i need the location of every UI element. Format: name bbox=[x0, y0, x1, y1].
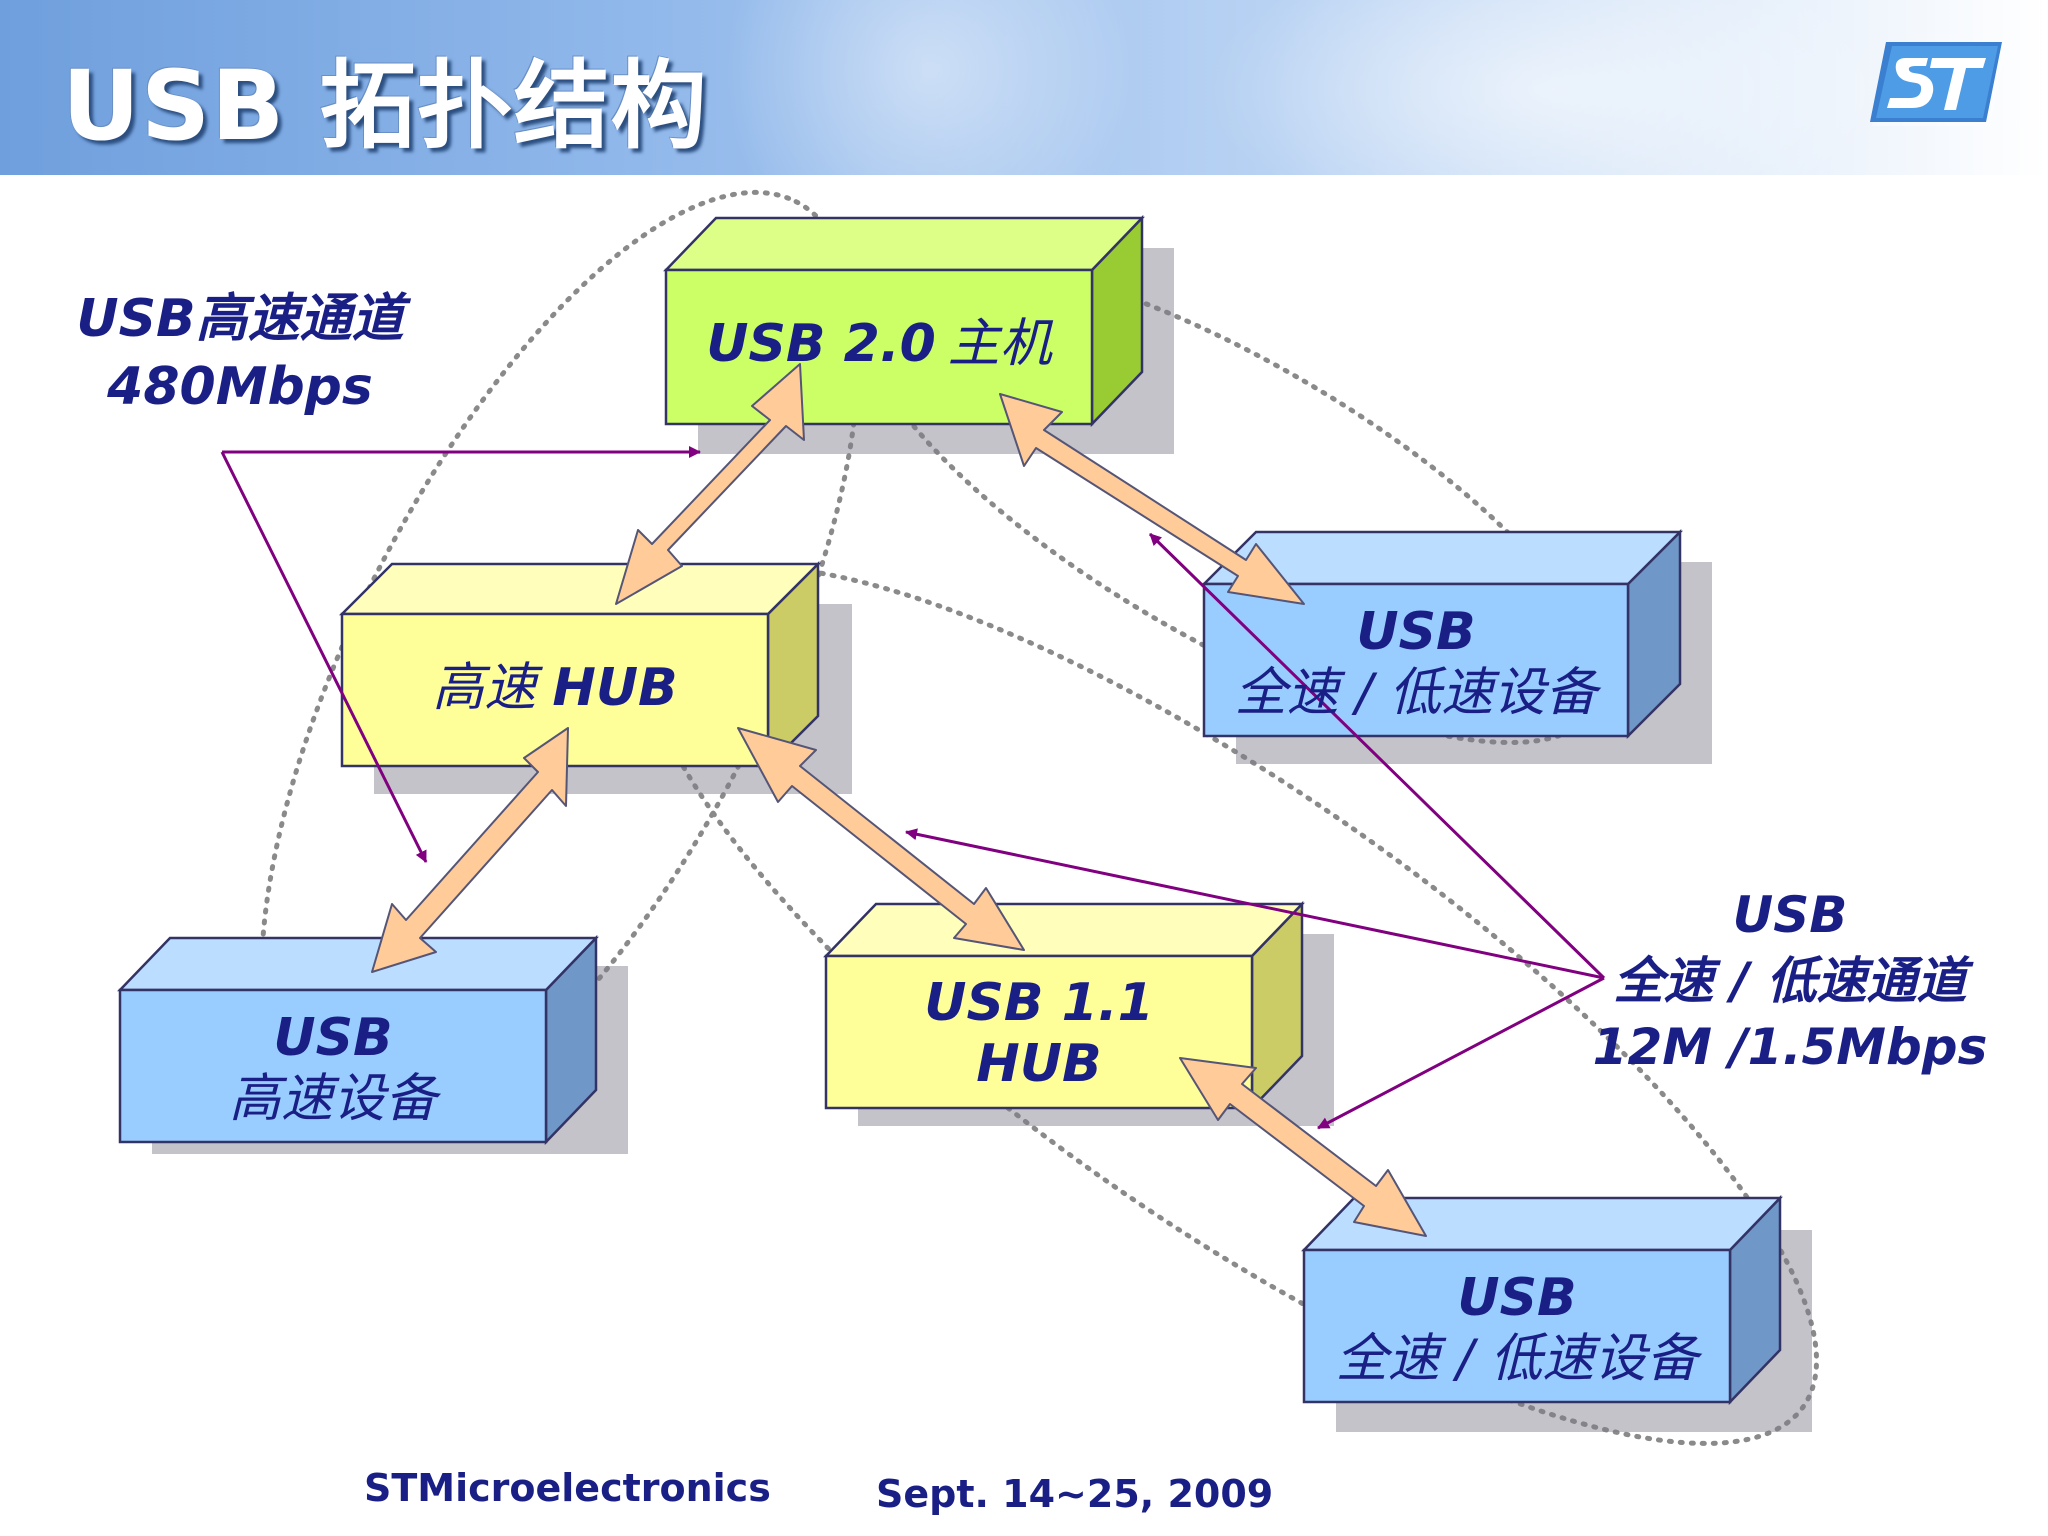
full-speed-pointer-line bbox=[905, 828, 1605, 980]
full-speed-channel-line1: USB bbox=[1732, 886, 1848, 944]
footer-date: Sept. 14~25, 2009 bbox=[876, 1472, 1274, 1516]
host-to-hs-hub-arrow bbox=[615, 363, 805, 605]
full-speed-channel-line3: 12M /1.5Mbps bbox=[1592, 1018, 1988, 1076]
fs-device-top-label-line2: 全速 / 低速设备 bbox=[1234, 663, 1598, 723]
hs-hub-to-hs-device-arrow bbox=[371, 727, 569, 973]
page-title: USB 拓扑结构 bbox=[62, 50, 708, 162]
high-speed-channel-line1: USB高速通道 bbox=[76, 289, 404, 350]
fs-device-top-label-line1: USB bbox=[1356, 601, 1476, 662]
usb11-hub-to-fs-device-arrow bbox=[1179, 1057, 1427, 1237]
header-glow bbox=[1200, 0, 1900, 175]
hs-device-label-line2: 高速设备 bbox=[228, 1069, 437, 1129]
host-label: USB 2.0 主机 bbox=[666, 300, 1092, 390]
fs-device-bottom-box bbox=[1301, 1194, 1812, 1432]
high-speed-channel-label: USB高速通道 480Mbps bbox=[40, 284, 440, 424]
hs-device-label-line1: USB bbox=[273, 1007, 393, 1068]
host-label-line1: USB 2.0 bbox=[706, 314, 936, 375]
high-speed-pointer-line bbox=[220, 451, 428, 863]
high-speed-channel-line2: 480Mbps bbox=[107, 357, 373, 417]
full-speed-pointer-line bbox=[1148, 532, 1606, 980]
fs-device-top-label: USB 全速 / 低速设备 bbox=[1204, 588, 1628, 738]
footer-company: STMicroelectronics bbox=[364, 1466, 771, 1510]
usb11-hub-label-line1: USB 1.1 bbox=[924, 972, 1154, 1033]
fs-device-bottom-label-line2: 全速 / 低速设备 bbox=[1335, 1329, 1699, 1389]
header-banner: USB 拓扑结构 bbox=[0, 0, 2048, 175]
host-label-line2: 主机 bbox=[947, 314, 1052, 375]
fs-device-top-box bbox=[1200, 528, 1712, 764]
host-to-fs-device-arrow bbox=[999, 393, 1305, 605]
usb11-hub-label: USB 1.1 HUB bbox=[826, 962, 1252, 1106]
hs-hub-to-usb11-hub-arrow bbox=[737, 727, 1025, 951]
hs-hub-label-line1: 高速 bbox=[432, 658, 537, 719]
hs-device-box bbox=[117, 934, 628, 1154]
full-speed-pointer-line bbox=[1317, 976, 1605, 1130]
hs-hub-label: 高速 HUB bbox=[342, 644, 768, 734]
fs-device-bottom-label: USB 全速 / 低速设备 bbox=[1304, 1254, 1730, 1404]
usb11-hub-label-line2: HUB bbox=[976, 1034, 1102, 1094]
usb11-hub-box bbox=[823, 900, 1334, 1126]
host-box bbox=[663, 214, 1174, 454]
hs-hub-label-line2: HUB bbox=[552, 658, 678, 719]
full-speed-channel-line2: 全速 / 低速通道 bbox=[1613, 952, 1967, 1010]
full-speed-channel-label: USB 全速 / 低速通道 12M /1.5Mbps bbox=[1560, 876, 2020, 1086]
st-logo-icon bbox=[1870, 42, 2006, 126]
hs-device-label: USB 高速设备 bbox=[120, 994, 546, 1144]
fs-device-bottom-label-line1: USB bbox=[1457, 1267, 1577, 1328]
header-glow bbox=[720, 0, 1140, 175]
